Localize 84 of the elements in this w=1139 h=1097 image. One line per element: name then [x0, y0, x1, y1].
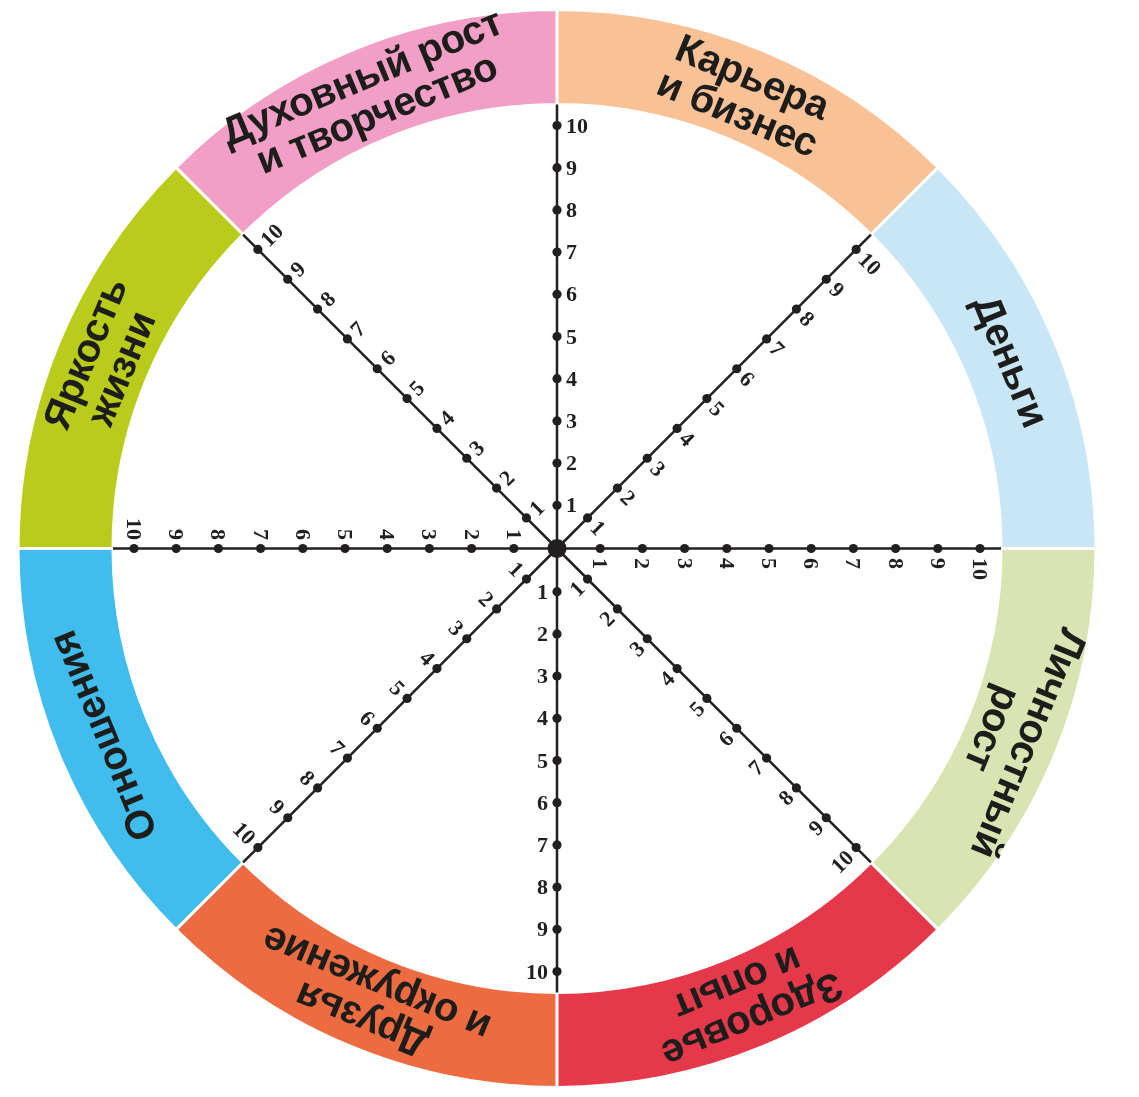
- tick-number: 4: [537, 707, 548, 730]
- tick-number: 1: [565, 577, 589, 601]
- tick-number: 8: [566, 198, 577, 221]
- tick-number: 9: [286, 257, 310, 281]
- tick-number: 10: [826, 846, 858, 878]
- tick-number: 7: [765, 337, 789, 361]
- tick-number: 6: [375, 346, 400, 371]
- tick-number: 3: [465, 436, 489, 460]
- tick-number: 1: [525, 496, 549, 520]
- ring-segment: [18, 167, 244, 549]
- tick-number: 10: [123, 517, 145, 540]
- tick-number: 10: [854, 247, 886, 280]
- tick-number: 9: [265, 795, 290, 820]
- tick-number: 9: [566, 156, 577, 179]
- tick-number: 4: [415, 646, 439, 670]
- tick-number: 10: [566, 114, 588, 137]
- tick-number: 6: [566, 283, 577, 306]
- tick-number: 7: [249, 528, 272, 540]
- tick-number: 7: [346, 317, 370, 341]
- tick-number: 2: [595, 607, 619, 631]
- tick-number: 2: [460, 528, 483, 540]
- tick-number: 9: [165, 528, 188, 540]
- tick-number: 2: [495, 466, 519, 490]
- tick-number: 3: [418, 528, 441, 540]
- tick-number: 1: [502, 528, 525, 540]
- tick-number: 8: [295, 766, 319, 790]
- tick-number: 3: [566, 409, 577, 432]
- tick-number: 5: [566, 325, 577, 348]
- tick-number: 5: [758, 557, 780, 569]
- tick-number: 2: [615, 486, 640, 511]
- tick-number: 8: [884, 557, 907, 569]
- tick-number: 5: [385, 676, 409, 700]
- tick-number: 10: [526, 960, 548, 983]
- tick-number: 5: [334, 528, 356, 540]
- tick-number: 9: [804, 816, 828, 840]
- tick-number: 8: [316, 287, 340, 311]
- tick-number: 3: [444, 616, 469, 641]
- tick-number: 4: [715, 557, 738, 569]
- tick-number: 8: [795, 307, 819, 331]
- tick-number: 4: [435, 406, 459, 430]
- tick-number: 10: [256, 219, 288, 251]
- tick-number: 7: [842, 557, 865, 569]
- tick-number: 8: [774, 786, 798, 810]
- ring-segment: [870, 548, 1096, 930]
- tick-number: 5: [684, 697, 709, 721]
- tick-number: 9: [824, 277, 849, 302]
- ring-segment: [175, 862, 558, 1088]
- tick-number: 3: [673, 557, 696, 569]
- ring-segment: [557, 9, 939, 235]
- tick-number: 2: [631, 557, 654, 569]
- tick-number: 7: [537, 833, 548, 856]
- tick-number: 4: [675, 427, 699, 451]
- tick-number: 5: [405, 376, 429, 400]
- tick-number: 2: [474, 586, 498, 611]
- tick-number: 6: [537, 791, 548, 814]
- tick-number: 1: [589, 557, 612, 569]
- tick-number: 10: [969, 557, 991, 580]
- tick-number: 7: [566, 241, 577, 264]
- tick-number: 1: [504, 557, 528, 581]
- tick-number: 9: [926, 557, 949, 569]
- tick-number: 6: [291, 528, 314, 540]
- tick-number: 3: [645, 456, 670, 481]
- tick-number: 4: [566, 367, 577, 390]
- tick-number: 4: [376, 528, 399, 540]
- tick-number: 1: [537, 580, 548, 603]
- tick-number: 2: [566, 452, 577, 475]
- tick-number: 2: [537, 622, 548, 645]
- tick-number: 3: [537, 665, 548, 688]
- tick-number: 10: [228, 817, 260, 849]
- tick-number: 6: [714, 726, 739, 751]
- tick-number: 8: [207, 528, 230, 540]
- tick-number: 7: [325, 736, 349, 760]
- tick-number: 6: [355, 706, 379, 730]
- tick-number: 3: [625, 637, 649, 661]
- tick-number: 4: [655, 667, 679, 691]
- tick-number: 8: [537, 876, 548, 899]
- tick-number: 5: [705, 397, 729, 421]
- tick-number: 1: [586, 516, 610, 540]
- tick-number: 7: [744, 756, 768, 780]
- tick-number: 6: [735, 367, 759, 391]
- tick-number: 1: [566, 494, 577, 517]
- tick-number: 6: [800, 557, 823, 569]
- tick-number: 5: [537, 749, 548, 772]
- tick-number: 9: [537, 918, 548, 941]
